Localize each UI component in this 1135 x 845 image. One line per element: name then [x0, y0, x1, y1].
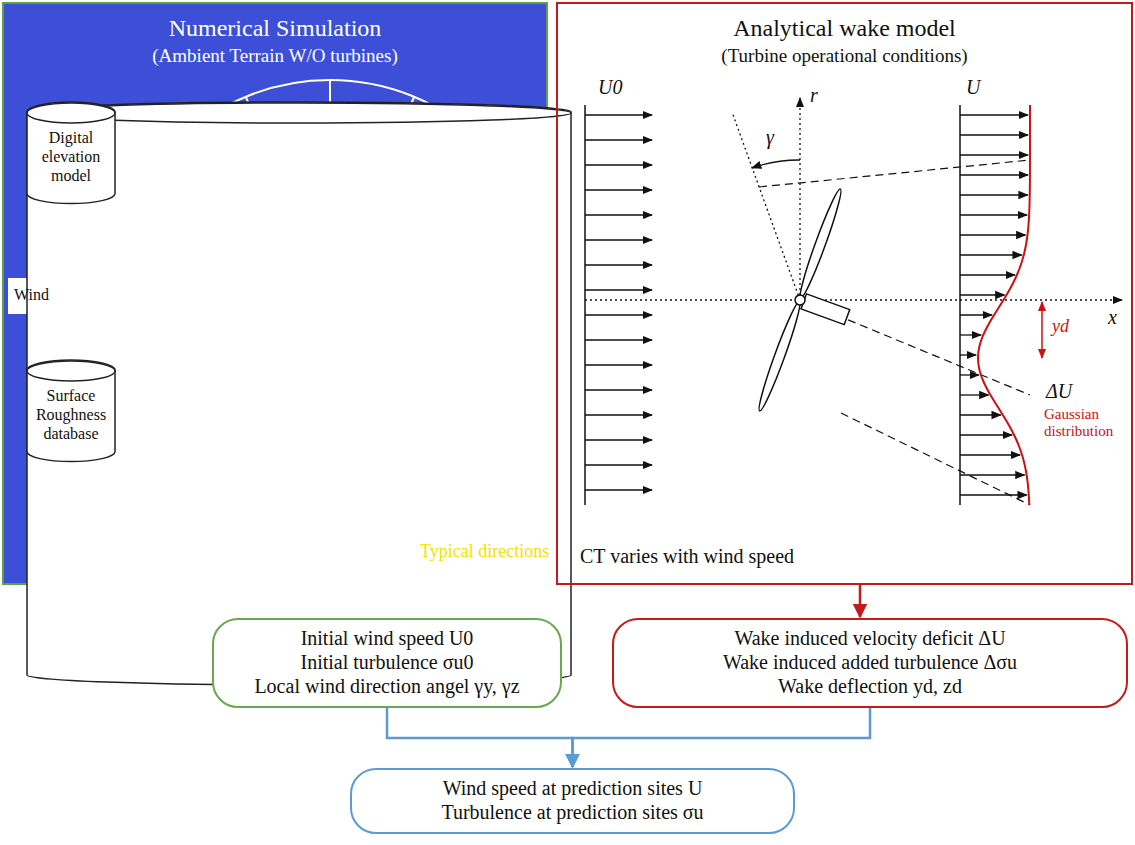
- velocity-arrow: [585, 389, 652, 390]
- simulation-panel: Numerical Simulation(Ambient Terrain W/O…: [2, 2, 548, 585]
- node-text: Surface Roughness database: [29, 386, 113, 444]
- node-text: Turbulence at prediction sites σu: [364, 800, 781, 824]
- node-text: Wind speed at prediction sites U: [364, 776, 781, 800]
- callout-label: Typical directions: [420, 541, 549, 562]
- r-axis: [799, 98, 800, 300]
- velocity-arrow: [960, 454, 1020, 455]
- annotation: CT varies with wind speed: [580, 545, 794, 568]
- velocity-arrow: [960, 314, 992, 315]
- panel-subtitle: (Ambient Terrain W/O turbines): [12, 45, 538, 68]
- velocity-arrow: [960, 374, 979, 375]
- velocity-arrow: [960, 434, 1012, 435]
- wind-turbine: [755, 187, 887, 428]
- flow-connector: [859, 585, 862, 617]
- velocity-arrow: [585, 439, 652, 440]
- symbol-label: yd: [1052, 316, 1069, 337]
- axis-label: r: [810, 84, 818, 107]
- symbol-label: U: [966, 76, 980, 99]
- velocity-arrow: [585, 189, 652, 190]
- node-text: Initial turbulence σu0: [226, 650, 548, 674]
- wind-label: Wind: [14, 286, 49, 304]
- velocity-arrow: [585, 414, 652, 415]
- velocity-arrow: [960, 294, 1004, 295]
- yaw-line: [732, 112, 800, 300]
- output-box: Wind speed at prediction sites UTurbulen…: [350, 768, 795, 834]
- node-text: Local wind direction angel γy, γz: [226, 674, 548, 698]
- x-axis: [585, 299, 1122, 300]
- panel-title: Analytical wake model: [566, 14, 1123, 43]
- annotation: Gaussian distribution: [1044, 406, 1130, 441]
- velocity-arrow: [585, 289, 652, 290]
- deflection-arrow: [1041, 302, 1043, 358]
- velocity-arrow: [960, 334, 981, 335]
- wake-profile: [960, 105, 1030, 505]
- velocity-arrow: [960, 194, 1028, 195]
- node-text: Wake induced added turbulence Δσu: [626, 650, 1114, 674]
- velocity-arrow: [960, 354, 976, 355]
- axis-label: x: [1108, 306, 1117, 329]
- velocity-arrow: [585, 464, 652, 465]
- velocity-arrow: [585, 264, 652, 265]
- velocity-arrow: [960, 274, 1015, 275]
- symbol-label: ΔU: [1046, 380, 1072, 403]
- panel-title: Numerical Simulation: [12, 14, 538, 43]
- velocity-arrow: [585, 364, 652, 365]
- velocity-arrow: [960, 474, 1025, 475]
- flow-connector: [387, 708, 573, 767]
- node-text: Initial wind speed U0: [226, 626, 548, 650]
- node-text: Digital elevation model: [29, 128, 113, 186]
- node-text: Wake induced velocity deficit ΔU: [626, 626, 1114, 650]
- input-box: Initial wind speed U0Initial turbulence …: [212, 618, 562, 708]
- panel-subtitle: (Turbine operational conditions): [566, 45, 1123, 68]
- database-cylinder: Surface Roughness database: [26, 360, 116, 462]
- symbol-label: U0: [598, 76, 622, 99]
- velocity-arrow: [585, 164, 652, 165]
- velocity-arrow: [585, 314, 652, 315]
- velocity-arrow: [960, 154, 1028, 155]
- node-text: Wake deflection yd, zd: [626, 674, 1114, 698]
- velocity-arrow: [585, 489, 652, 490]
- velocity-arrow: [585, 339, 652, 340]
- velocity-arrow: [960, 214, 1027, 215]
- velocity-arrow: [960, 174, 1028, 175]
- velocity-arrow: [960, 414, 1001, 415]
- database-cylinder: Digital elevation model: [26, 102, 116, 204]
- velocity-arrow: [960, 494, 1027, 495]
- wake-model-panel: Analytical wake model(Turbine operationa…: [556, 2, 1133, 585]
- angle-label: γ: [766, 126, 774, 149]
- flow-connector: [573, 708, 871, 767]
- wake-boundaries: [759, 160, 1030, 505]
- velocity-arrow: [960, 114, 1028, 115]
- velocity-arrow: [585, 114, 652, 115]
- input-box: Wake induced velocity deficit ΔUWake ind…: [612, 618, 1128, 708]
- velocity-arrow: [960, 254, 1022, 255]
- velocity-arrow: [960, 234, 1025, 235]
- yaw-angle-arc: [752, 160, 800, 168]
- gaussian-curve: [978, 105, 1030, 505]
- inflow-profile: [585, 105, 652, 505]
- velocity-arrow: [960, 134, 1028, 135]
- velocity-arrow: [585, 214, 652, 215]
- velocity-arrow: [585, 239, 652, 240]
- velocity-arrow: [960, 394, 988, 395]
- velocity-arrow: [585, 139, 652, 140]
